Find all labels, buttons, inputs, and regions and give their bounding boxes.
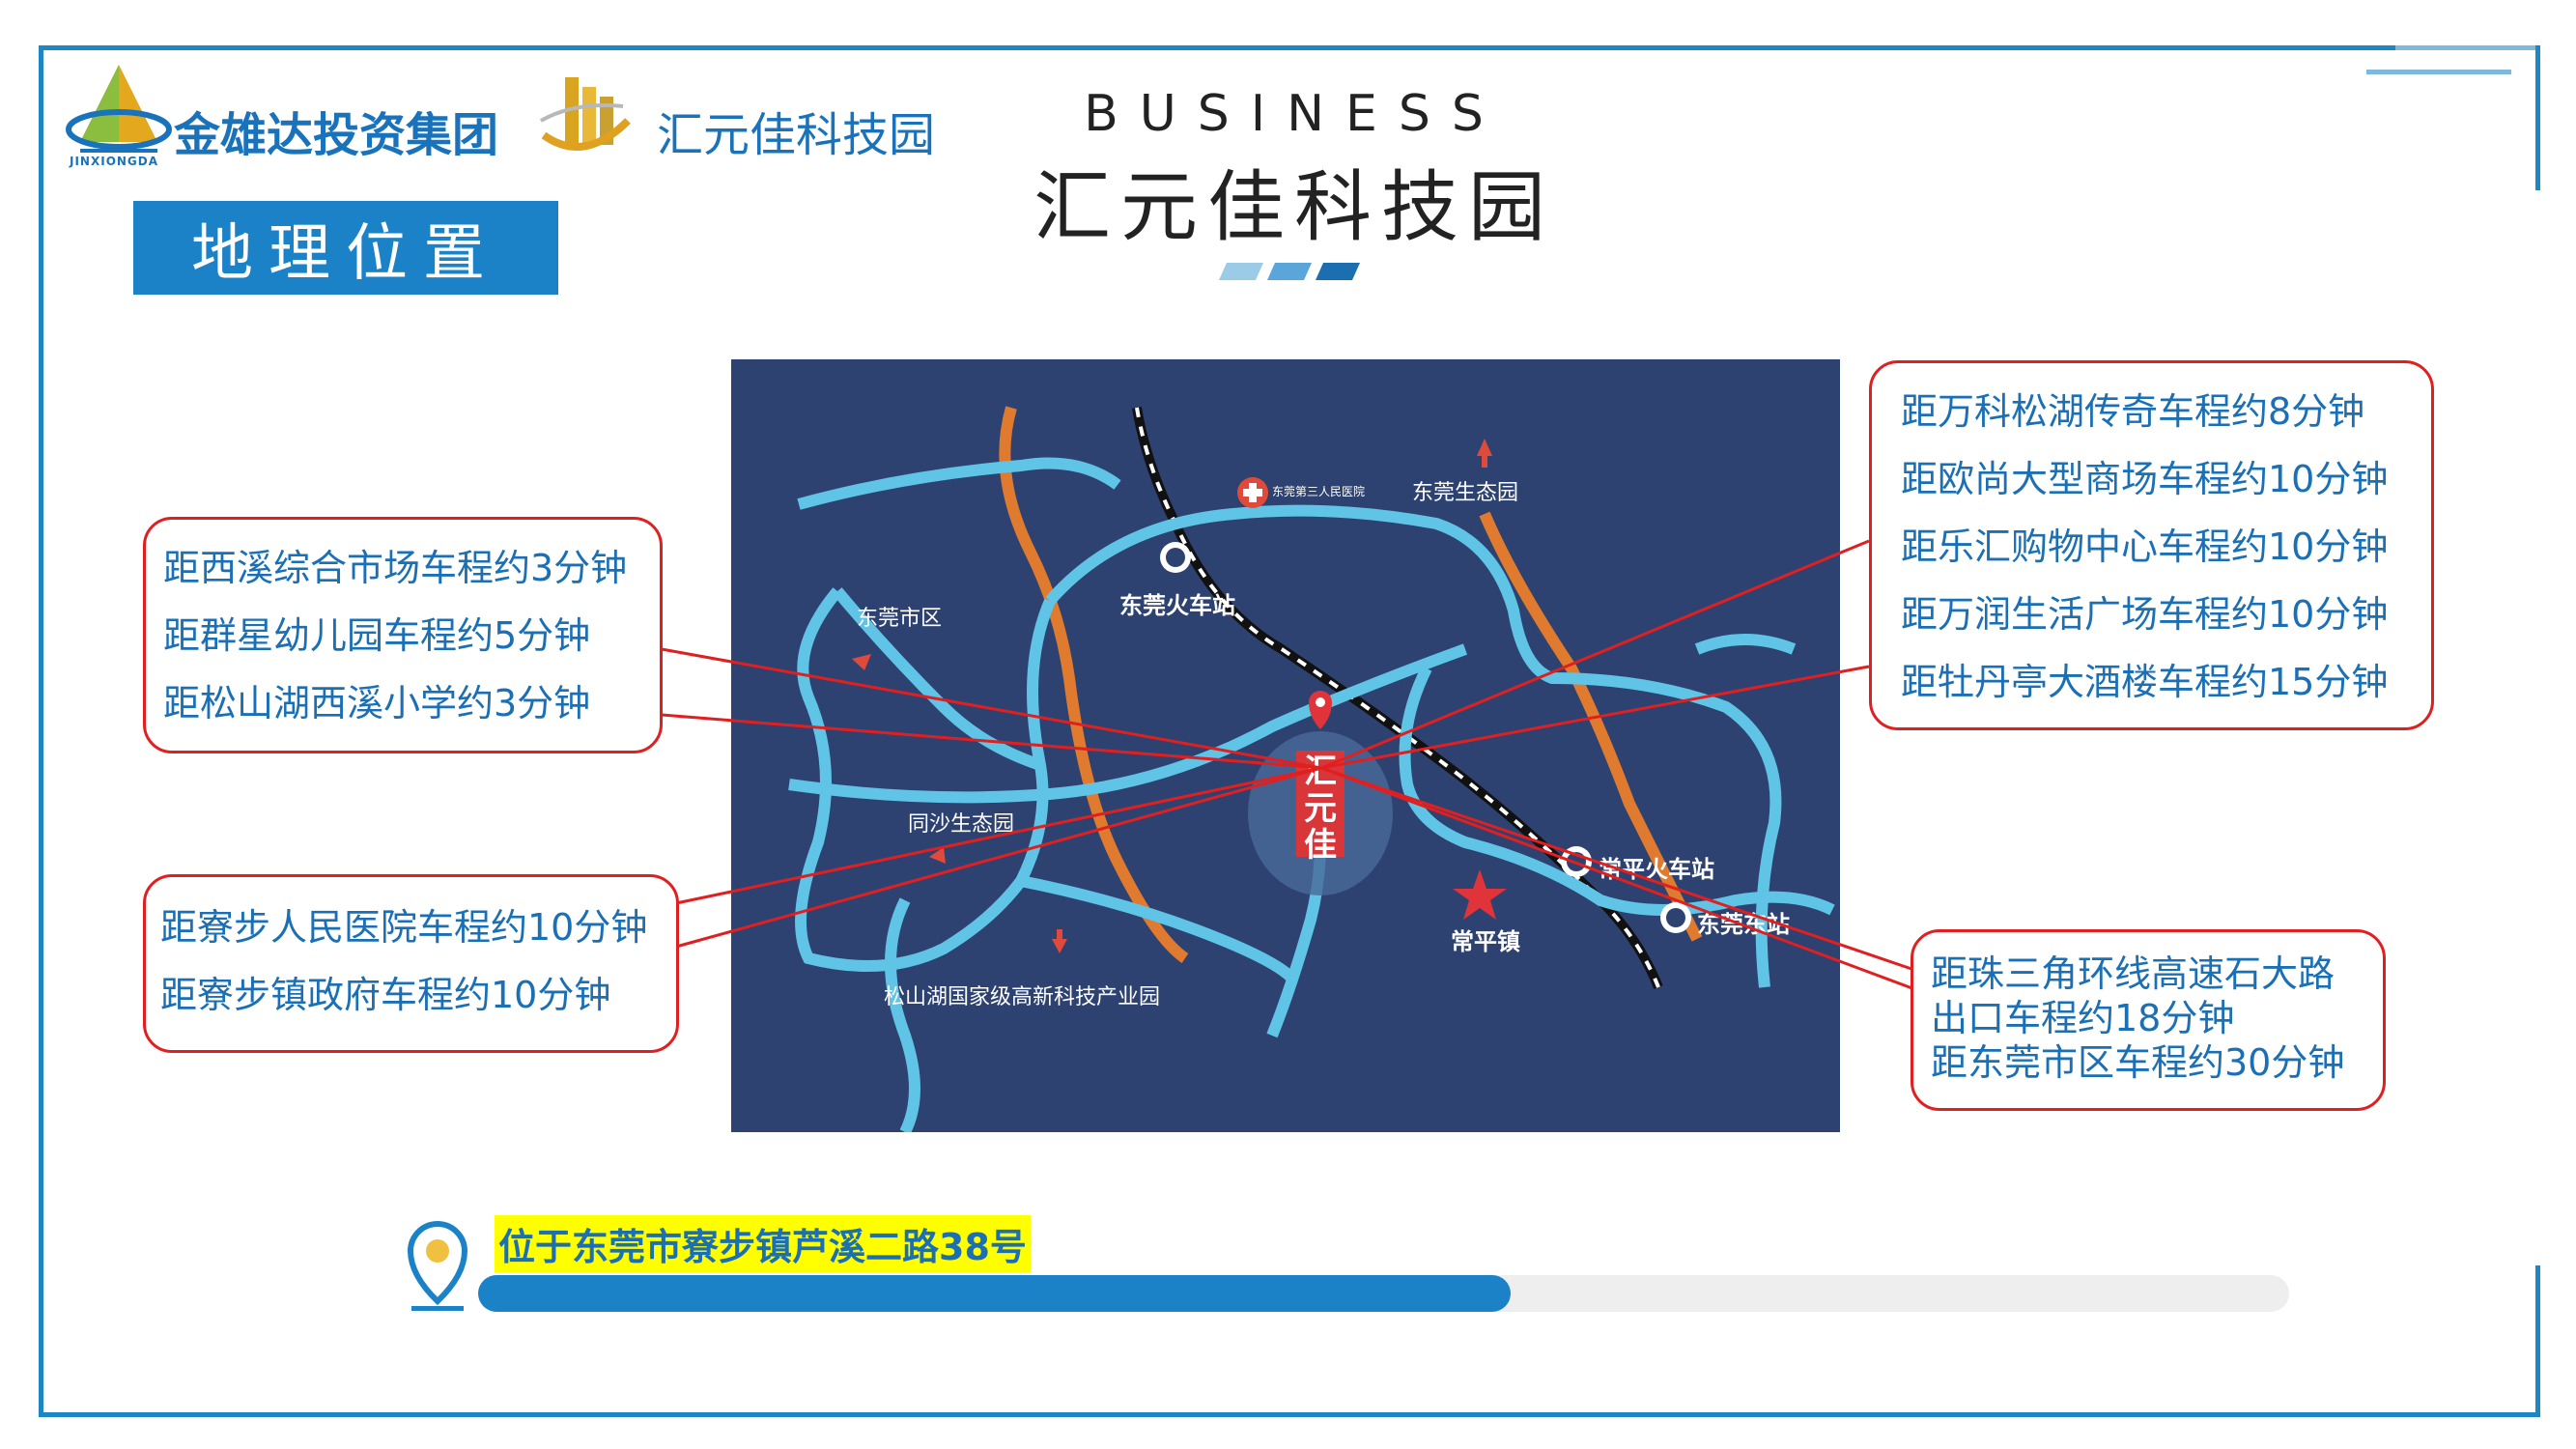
callout-left-bottom: 距寮步人民医院车程约10分钟 距寮步镇政府车程约10分钟	[143, 874, 679, 1053]
progress-fill	[478, 1275, 1511, 1312]
callout-line: 距寮步镇政府车程约10分钟	[160, 974, 611, 1016]
group-name: 金雄达投资集团	[174, 108, 499, 162]
callout-line: 距寮步人民医院车程约10分钟	[160, 906, 648, 949]
frame-left-line	[39, 45, 43, 1417]
location-map: 东莞市区 东莞生态园 东莞第三人民医院 东莞火车站 同沙生态园 松山湖国家级高新…	[731, 359, 1840, 1132]
group-logo-caption: JINXIONGDA	[70, 155, 159, 168]
callout-line: 距万润生活广场车程约10分钟	[1901, 593, 2389, 636]
page-title: 汇元佳科技园	[1033, 162, 1555, 252]
park-logo	[536, 68, 633, 164]
title-decoration	[1217, 261, 1362, 282]
callout-line: 距群星幼儿园车程约5分钟	[163, 614, 591, 657]
callout-line: 距万科松湖传奇车程约8分钟	[1901, 390, 2365, 433]
map-label-dongguan-city: 东莞市区	[857, 607, 943, 631]
callout-line: 距欧尚大型商场车程约10分钟	[1901, 458, 2389, 500]
callout-line: 距松山湖西溪小学约3分钟	[163, 682, 591, 724]
eyebrow-text: BUSINESS	[1084, 85, 1505, 143]
callout-left-top: 距西溪综合市场车程约3分钟 距群星幼儿园车程约5分钟 距松山湖西溪小学约3分钟	[143, 517, 663, 753]
park-name: 汇元佳科技园	[657, 108, 936, 162]
map-label-eco-park: 东莞生态园	[1412, 481, 1519, 505]
frame-right-line-top	[2535, 45, 2540, 190]
address-text: 位于东莞市寮步镇芦溪二路38号	[495, 1215, 1031, 1272]
callout-right-top: 距万科松湖传奇车程约8分钟 距欧尚大型商场车程约10分钟 距乐汇购物中心车程约1…	[1869, 360, 2434, 730]
frame-right-line-bottom	[2535, 1265, 2540, 1417]
callout-right-bottom: 距珠三角环线高速石大路 出口车程约18分钟 距东莞市区车程约30分钟	[1911, 929, 2386, 1111]
frame-top-right-line	[2395, 45, 2540, 50]
callout-line: 距乐汇购物中心车程约10分钟	[1901, 526, 2389, 568]
map-center-label: 汇元佳	[1304, 753, 1337, 865]
map-label-songshan: 松山湖国家级高新科技产业园	[884, 985, 1161, 1009]
callout-line: 距东莞市区车程约30分钟	[1931, 1041, 2345, 1084]
location-pin-icon	[404, 1219, 471, 1316]
frame-bottom-line	[39, 1412, 2540, 1417]
map-label-train-station: 东莞火车站	[1119, 592, 1235, 619]
group-logo	[66, 60, 172, 171]
map-label-hospital: 东莞第三人民医院	[1272, 485, 1366, 498]
frame-top-line	[39, 45, 2395, 50]
callout-line: 出口车程约18分钟	[1931, 997, 2235, 1039]
map-label-tongsha: 同沙生态园	[908, 812, 1015, 837]
callout-line: 距珠三角环线高速石大路	[1931, 952, 2335, 995]
callout-line: 距牡丹亭大酒楼车程约15分钟	[1901, 661, 2389, 703]
section-tag: 地理位置	[133, 201, 558, 295]
map-label-changping-town: 常平镇	[1451, 928, 1520, 955]
map-label-dongguan-east: 东莞东站	[1697, 911, 1790, 938]
frame-inner-corner	[2366, 70, 2511, 74]
callout-line: 距西溪综合市场车程约3分钟	[163, 547, 628, 589]
map-label-changping-station: 常平火车站	[1599, 856, 1714, 883]
